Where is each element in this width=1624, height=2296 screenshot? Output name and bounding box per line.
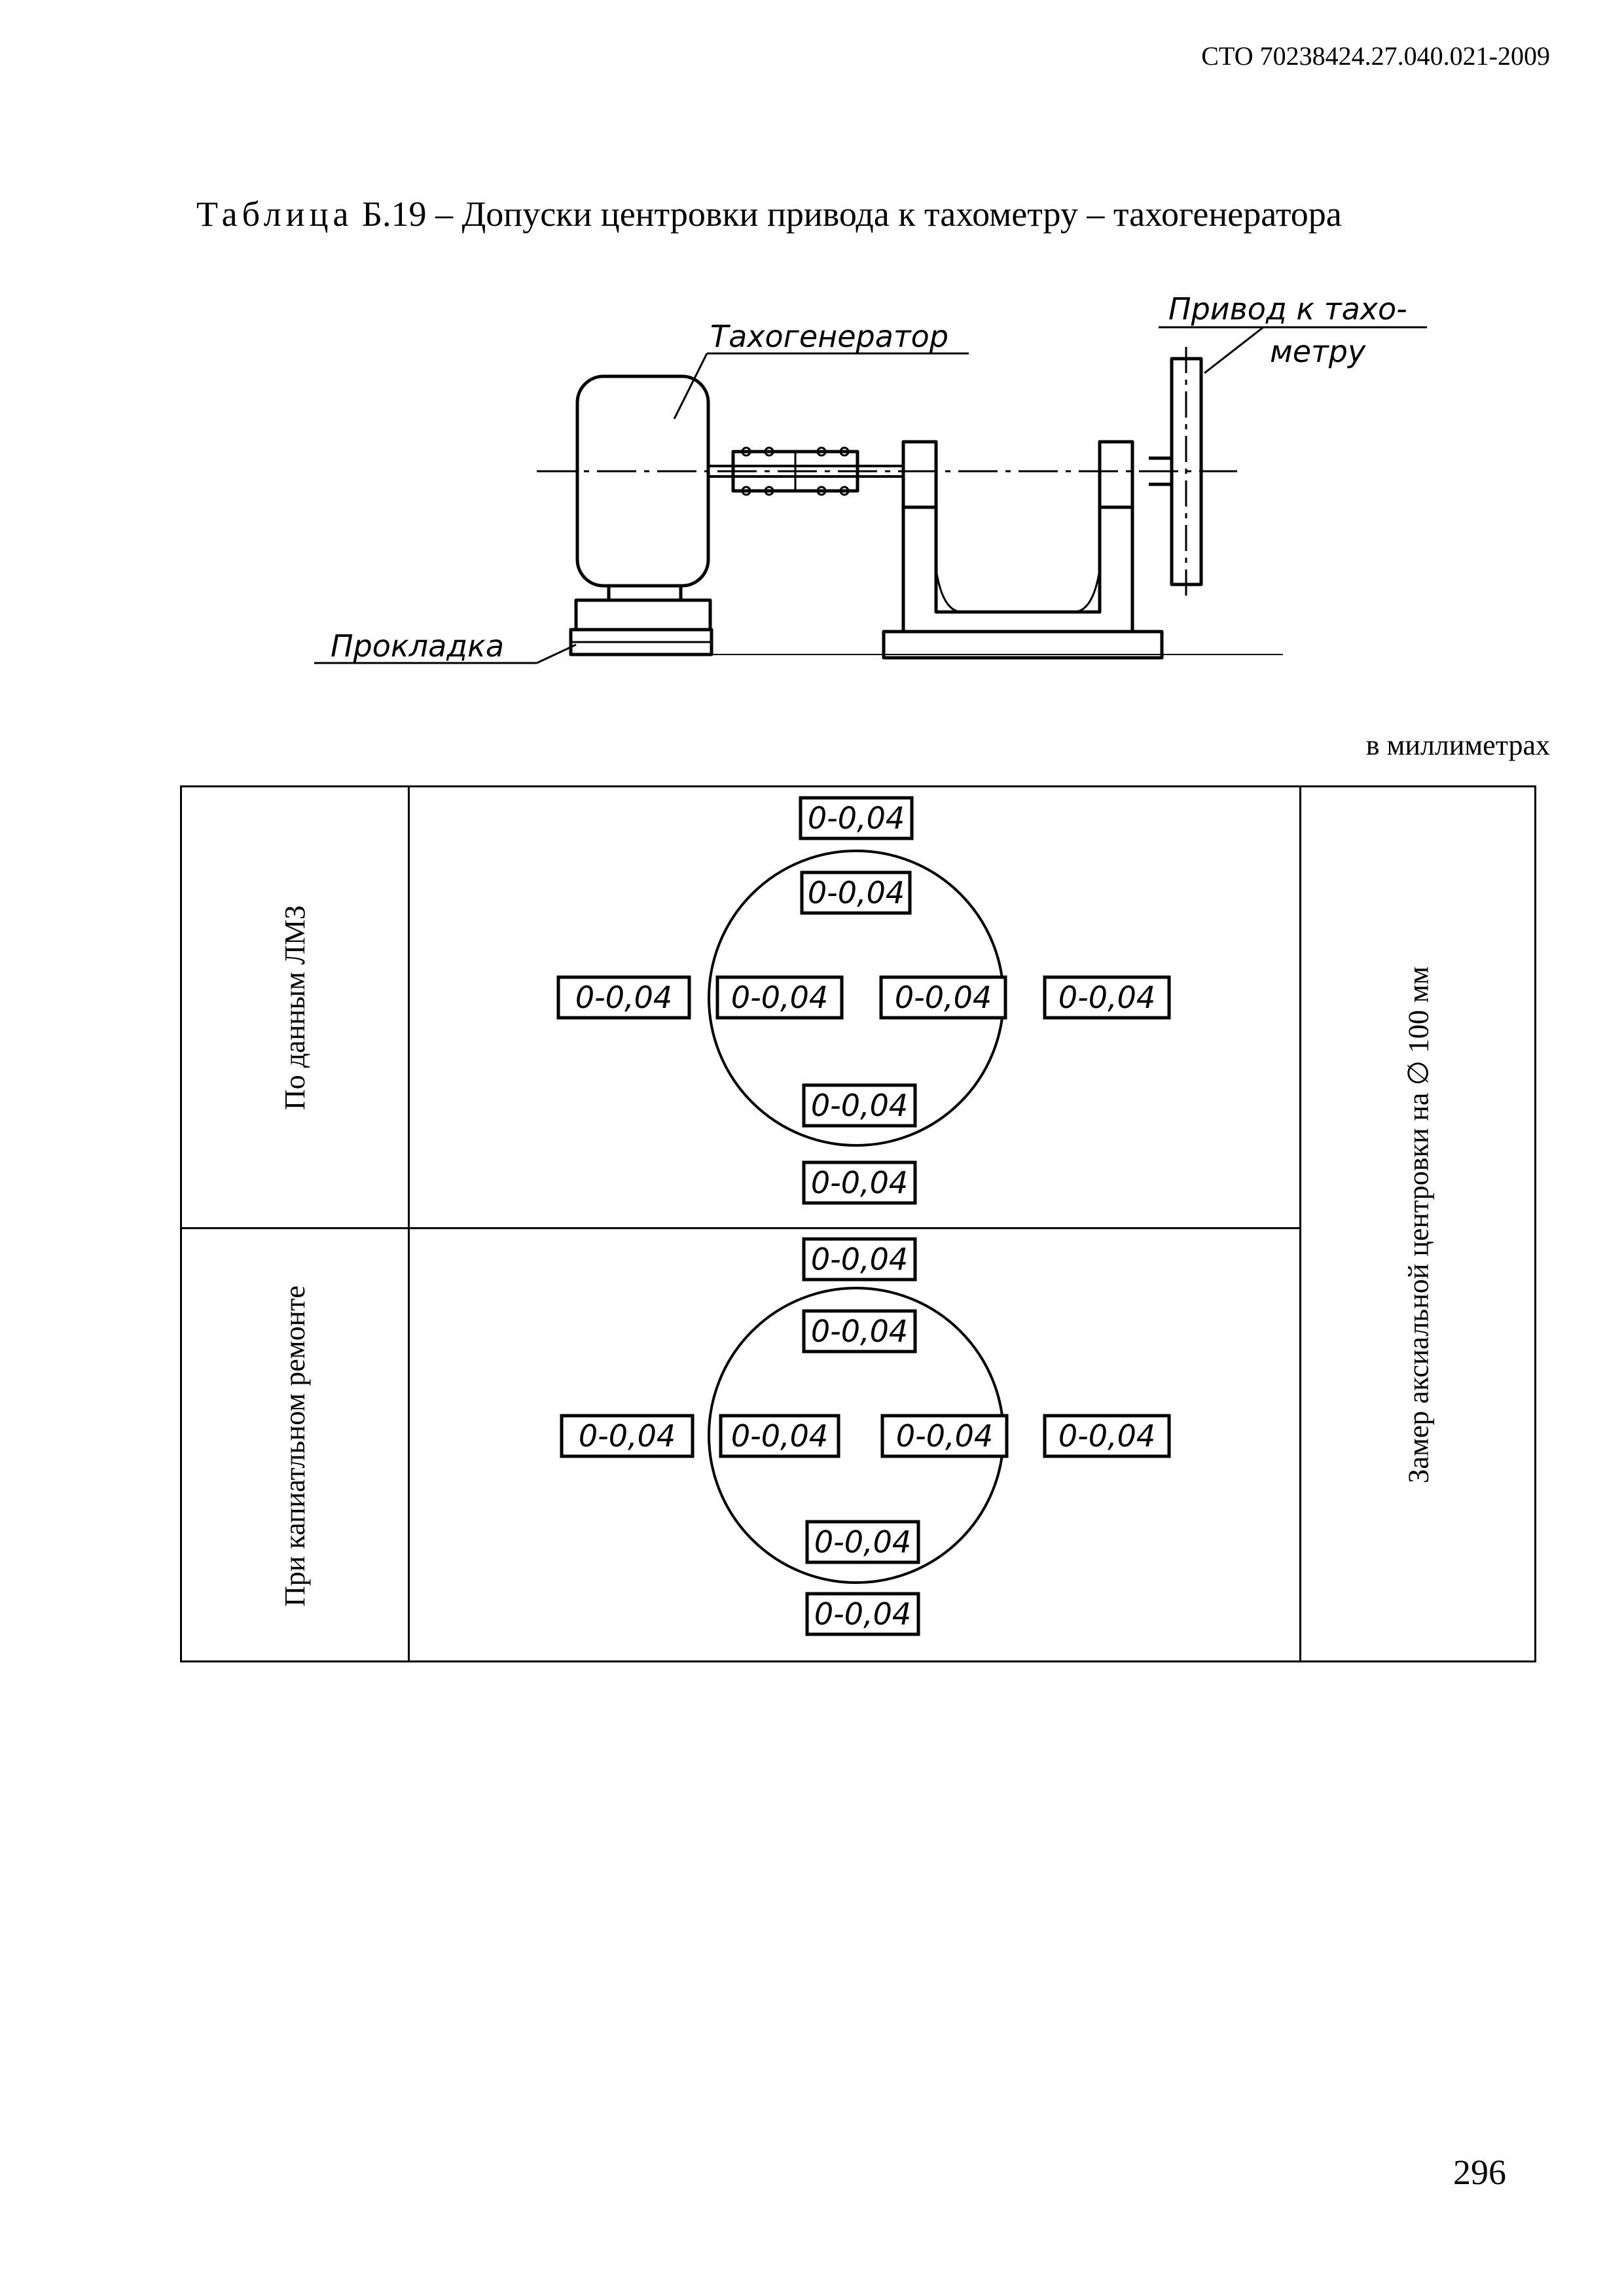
units-note: в миллиметрах bbox=[1365, 729, 1550, 761]
tol-r1-outer-top: 0-0,04 bbox=[808, 800, 905, 836]
table-title: Таблица Б.19 – Допуски центровки привода… bbox=[196, 194, 1342, 234]
col-divider-1 bbox=[408, 787, 410, 1662]
tol-r1-inner-right: 0-0,04 bbox=[895, 980, 992, 1015]
tolerance-table: По данным ЛМЗ При капиатльном ремонте За… bbox=[180, 785, 1536, 1662]
label-drive-line2: метру bbox=[1270, 334, 1366, 369]
document-code: СТО 70238424.27.040.021-2009 bbox=[1201, 41, 1550, 71]
tol-r2-inner-right: 0-0,04 bbox=[896, 1418, 993, 1454]
tol-r2-outer-left: 0-0,04 bbox=[579, 1418, 676, 1454]
tol-r1-outer-bottom: 0-0,04 bbox=[811, 1165, 908, 1200]
tol-r2-outer-top: 0-0,04 bbox=[811, 1242, 908, 1277]
table-title-prefix: Таблица bbox=[196, 194, 353, 234]
tol-r1-outer-left: 0-0,04 bbox=[575, 980, 672, 1015]
label-tachogenerator: Тахогенератор bbox=[710, 319, 948, 354]
pedestal-base bbox=[882, 630, 1164, 660]
tol-r2-outer-bottom: 0-0,04 bbox=[814, 1596, 911, 1632]
label-shim: Прокладка bbox=[331, 628, 504, 664]
tol-r2-outer-right: 0-0,04 bbox=[1058, 1418, 1155, 1454]
tol-r2-inner-bottom: 0-0,04 bbox=[814, 1524, 911, 1560]
tachogenerator-body bbox=[575, 374, 710, 588]
tol-r2-inner-left: 0-0,04 bbox=[731, 1418, 828, 1454]
motor-base bbox=[574, 598, 712, 632]
col-divider-2 bbox=[1299, 787, 1301, 1662]
tol-r1-outer-right: 0-0,04 bbox=[1058, 980, 1155, 1015]
page-number: 296 bbox=[1453, 2153, 1506, 2192]
tol-r2-inner-top: 0-0,04 bbox=[811, 1314, 908, 1349]
tol-r1-inner-left: 0-0,04 bbox=[731, 980, 828, 1015]
label-drive-line1: Привод к тахо- bbox=[1168, 291, 1407, 327]
tol-r1-inner-top: 0-0,04 bbox=[808, 875, 905, 910]
drive-drawing: Тахогенератор Привод к тахо- метру Прокл… bbox=[314, 291, 1427, 664]
tolerance-diagrams: 0-0,04 0-0,04 0-0,04 0-0,04 0-0,04 0-0,0… bbox=[556, 796, 1171, 1636]
table-title-text: Б.19 – Допуски центровки привода к тахом… bbox=[353, 194, 1342, 234]
row-divider bbox=[182, 1227, 1300, 1229]
tol-r1-inner-bottom: 0-0,04 bbox=[811, 1088, 908, 1123]
